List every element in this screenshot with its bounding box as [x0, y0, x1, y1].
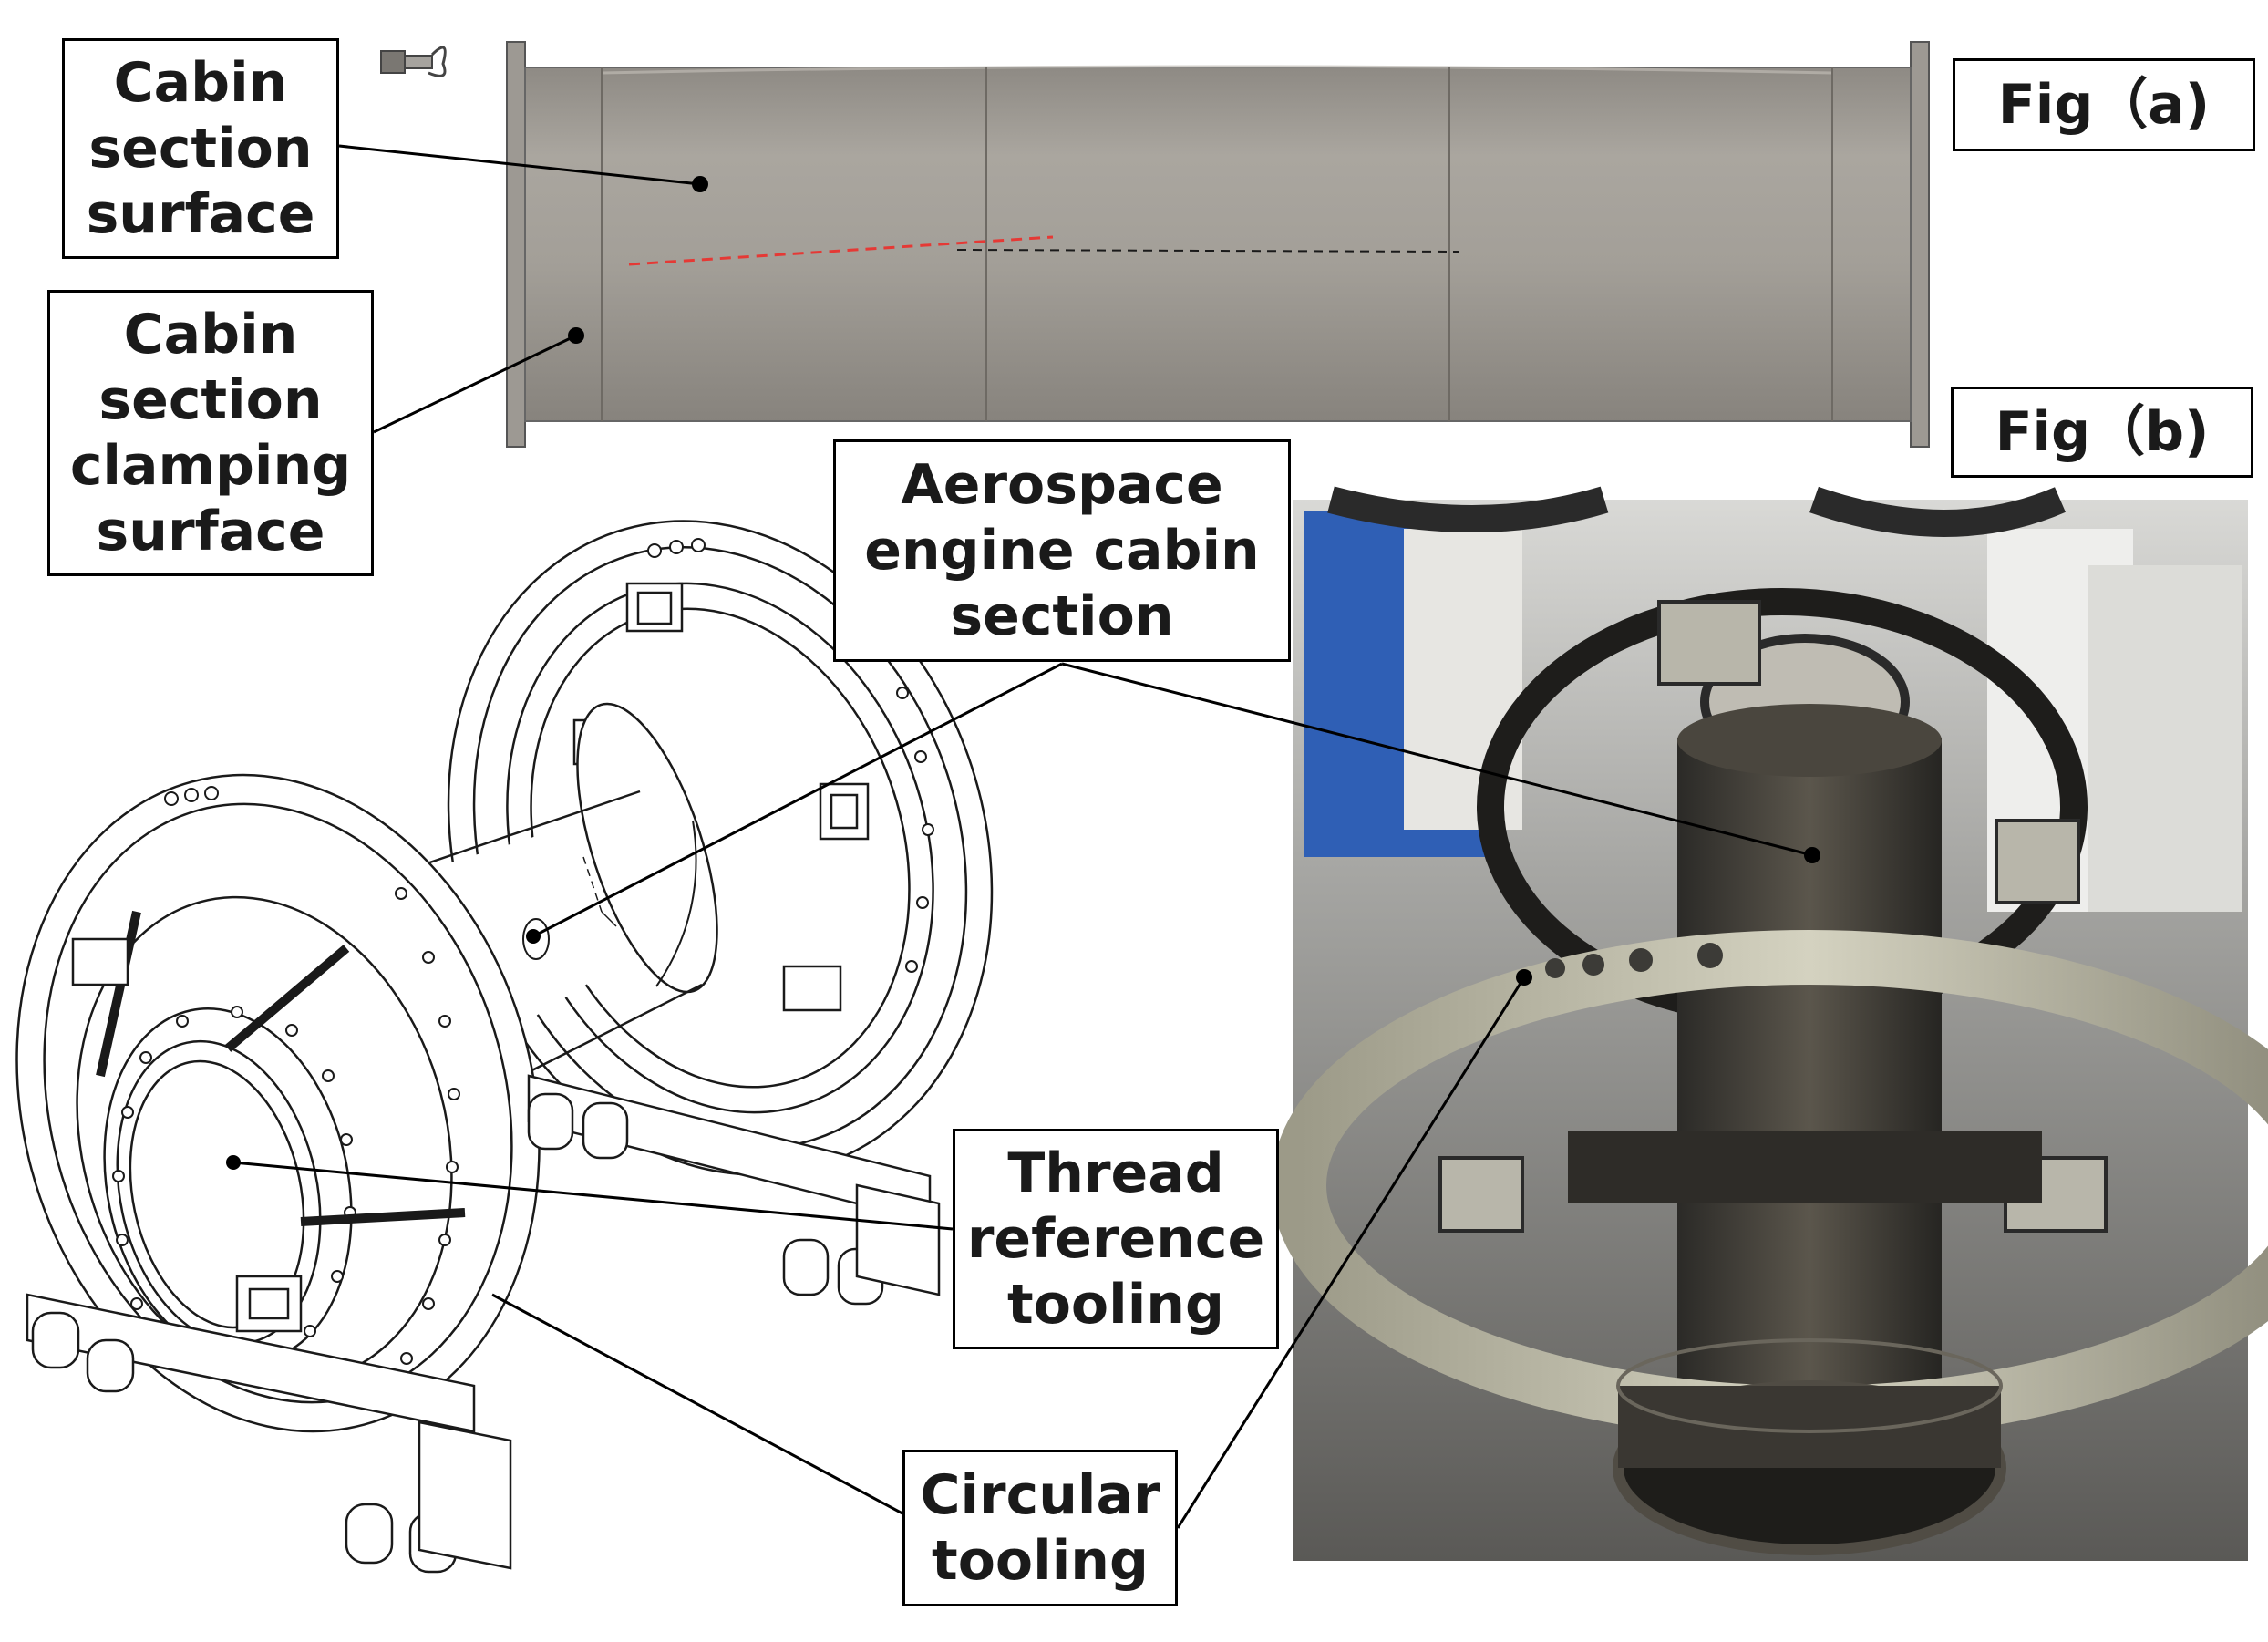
red-dashed-line: [628, 235, 1054, 266]
leader-circular-to-drawing: [491, 1293, 903, 1515]
support-stands: [26, 1074, 941, 1574]
label-cabin-section-clamping-surface: Cabin section clamping surface: [47, 290, 374, 576]
leader-aerospace-to-drawing: [532, 662, 1063, 938]
label-fig-a: Fig（a): [1953, 58, 2255, 151]
cabin-tube-body: [524, 67, 1912, 422]
label-aerospace-engine-cabin-section: Aerospace engine cabin section: [833, 439, 1291, 662]
label-thread-reference-tooling: Thread reference tooling: [953, 1129, 1279, 1349]
label-circular-tooling: Circular tooling: [902, 1450, 1178, 1606]
leader-line-clamping-surface: [373, 334, 577, 434]
cabin-section-drawing: [338, 41, 1930, 448]
left-flange: [506, 41, 526, 448]
tooling-photograph: [1272, 486, 2268, 1561]
photo-cabin-tube: [1677, 738, 1942, 1431]
leader-aerospace-to-photo: [1061, 662, 1813, 857]
black-dashed-line: [956, 249, 1459, 253]
right-flange: [1910, 41, 1930, 448]
label-cabin-section-surface: Cabin section surface: [62, 38, 339, 259]
leader-circular-to-photo: [1176, 976, 1526, 1529]
leader-line-cabin-surface: [338, 144, 701, 186]
tooling-line-drawing: [15, 520, 994, 1574]
leader-thread-reference: [232, 1161, 954, 1231]
leader-lines: [232, 662, 1813, 1529]
bolt-icon: [380, 46, 447, 77]
label-fig-b: Fig（b): [1951, 387, 2253, 478]
